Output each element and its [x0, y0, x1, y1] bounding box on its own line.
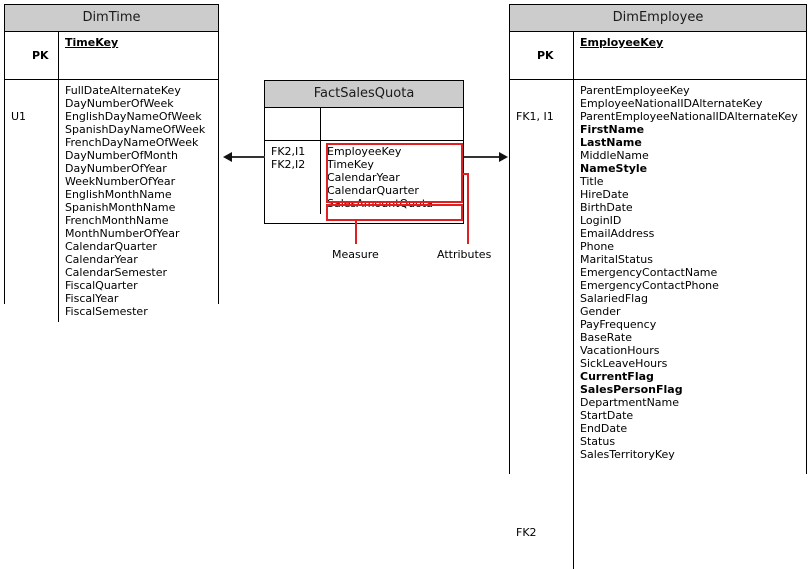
field-item: Phone: [580, 240, 615, 253]
field-item: FullDateAlternateKey: [65, 84, 181, 97]
field-item: SpanishMonthName: [65, 201, 176, 214]
field-item: MaritalStatus: [580, 253, 653, 266]
attributes-leader-horizontal: [461, 173, 469, 175]
field-item: Title: [580, 175, 604, 188]
field-item: EmergencyContactPhone: [580, 279, 719, 292]
key-column-spacer: [516, 149, 573, 500]
field-item: DepartmentName: [580, 396, 680, 409]
field-item: MiddleName: [580, 149, 649, 162]
field-item: EmailAddress: [580, 227, 655, 240]
field-item: DayNumberOfWeek: [65, 97, 174, 110]
field-item: CalendarSemester: [65, 266, 168, 279]
connector-fact-to-employee: [464, 156, 500, 158]
field-item: FiscalQuarter: [65, 279, 138, 292]
pk-label-dim-time: PK: [5, 32, 59, 79]
field-item: CalendarYear: [65, 253, 138, 266]
field-item: FrenchDayNameOfWeek: [65, 136, 199, 149]
field-item: CalendarQuarter: [65, 240, 157, 253]
field-item: SalesAmountQuota: [327, 197, 433, 210]
pk-row-dim-time: PK TimeKey: [5, 32, 218, 80]
connector-arrow-to-dim-time: [223, 152, 232, 162]
field-item: NameStyle: [580, 162, 648, 175]
field-item: FiscalSemester: [65, 305, 148, 318]
field-item: BirthDate: [580, 201, 633, 214]
field-item: LoginID: [580, 214, 622, 227]
field-item: CalendarQuarter: [327, 184, 419, 197]
field-item: FirstName: [580, 123, 645, 136]
field-item: LastName: [580, 136, 642, 149]
pk-field-dim-employee: EmployeeKey: [580, 36, 664, 49]
field-item: ParentEmployeeKey: [580, 84, 690, 97]
field-item: EnglishDayNameOfWeek: [65, 110, 202, 123]
field-item: CalendarYear: [327, 171, 400, 184]
entity-title-dim-time: DimTime: [5, 5, 218, 32]
field-item: EnglishMonthName: [65, 188, 172, 201]
measure-field-group: SalesAmountQuota: [327, 197, 463, 210]
field-item: FK2,I2: [271, 158, 306, 171]
field-item: EmergencyContactName: [580, 266, 718, 279]
field-item: MonthNumberOfYear: [65, 227, 180, 240]
entity-title-dim-employee: DimEmployee: [510, 5, 806, 32]
field-item: BaseRate: [580, 331, 633, 344]
field-item: VacationHours: [580, 344, 660, 357]
attributes-callout-label: Attributes: [437, 248, 492, 261]
field-item: SalesTerritoryKey: [580, 448, 675, 461]
field-item: DayNumberOfMonth: [65, 149, 178, 162]
fk2-key-line: FK2: [516, 526, 537, 539]
field-item: EndDate: [580, 422, 628, 435]
connector-time-to-fact: [232, 156, 265, 158]
pk-row-dim-employee: PK EmployeeKey: [510, 32, 806, 80]
field-item: SpanishDayNameOfWeek: [65, 123, 206, 136]
entity-title-fact-sales-quota: FactSalesQuota: [265, 81, 463, 108]
field-item: FK2,I1: [271, 145, 306, 158]
field-item: FiscalYear: [65, 292, 119, 305]
field-item: DayNumberOfYear: [65, 162, 167, 175]
field-item: SalariedFlag: [580, 292, 648, 305]
measure-leader-vertical: [355, 221, 357, 244]
field-item: CurrentFlag: [580, 370, 654, 383]
field-item: WeekNumberOfYear: [65, 175, 176, 188]
field-item: TimeKey: [327, 158, 374, 171]
attributes-leader-vertical: [467, 173, 469, 244]
field-item: FrenchMonthName: [65, 214, 169, 227]
pk-field-fact-sales-quota: [321, 108, 463, 140]
measure-callout-label: Measure: [332, 248, 379, 261]
key-column-dim-time: U1: [5, 80, 59, 322]
entity-dim-employee[interactable]: DimEmployee PK EmployeeKey FK1, I1 FK2 P…: [509, 4, 807, 569]
field-item: HireDate: [580, 188, 629, 201]
pk-field-dim-time: TimeKey: [65, 36, 119, 49]
pk-label-fact-sales-quota: [265, 108, 321, 140]
field-item: SickLeaveHours: [580, 357, 668, 370]
field-item: PayFrequency: [580, 318, 657, 331]
field-item: StartDate: [580, 409, 634, 422]
key-column-dim-employee: FK1, I1 FK2: [510, 80, 574, 569]
field-item: Status: [580, 435, 616, 448]
field-item: Gender: [580, 305, 621, 318]
pk-label-dim-employee: PK: [510, 32, 574, 79]
connector-arrow-to-dim-employee: [499, 152, 508, 162]
field-item: ParentEmployeeNationalIDAlternateKey: [580, 110, 798, 123]
field-item: EmployeeNationalIDAlternateKey: [580, 97, 763, 110]
field-item: EmployeeKey: [327, 145, 402, 158]
field-item: SalesPersonFlag: [580, 383, 683, 396]
pk-row-fact-sales-quota: [265, 108, 463, 141]
fk1-key-line: FK1, I1: [516, 110, 554, 123]
entity-dim-time[interactable]: DimTime PK TimeKey U1 FullDateAlternateK…: [4, 4, 219, 322]
